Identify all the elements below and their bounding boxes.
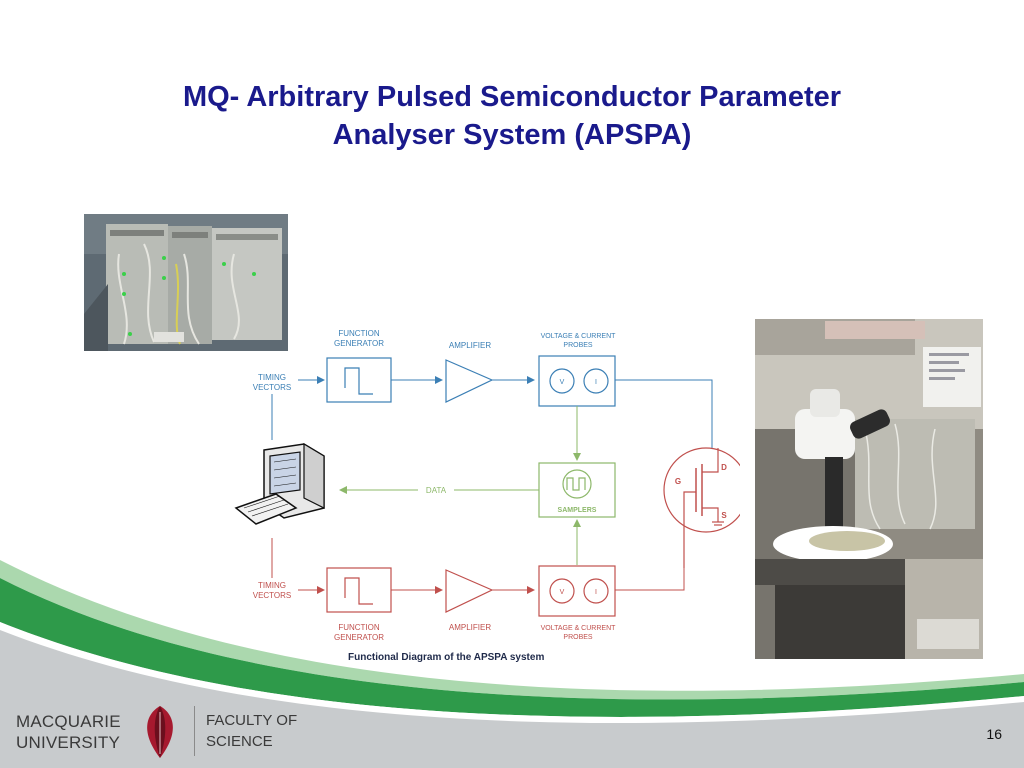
bottom-v-symbol: V — [560, 589, 565, 596]
data-label: DATA — [426, 486, 447, 495]
top-amplifier-label: AMPLIFIER — [449, 341, 491, 350]
top-ammeter-icon — [583, 368, 609, 394]
slide-title: MQ- Arbitrary Pulsed Semiconductor Param… — [60, 78, 964, 154]
top-amplifier-icon — [445, 359, 494, 403]
top-timing-label-2: VECTORS — [253, 383, 292, 392]
top-square-wave-icon — [344, 367, 373, 395]
top-chain: TIMING VECTORS FUNCTION GENERATOR AMPLIF… — [253, 329, 713, 448]
mosfet-device: G D S — [663, 447, 740, 568]
footer-swoosh — [0, 560, 1024, 768]
sampler-icon — [562, 469, 592, 499]
bottom-timing-label-2: VECTORS — [253, 591, 292, 600]
title-line-1: MQ- Arbitrary Pulsed Semiconductor Param… — [182, 81, 842, 113]
bottom-voltmeter-icon — [549, 578, 575, 604]
gate-label: G — [675, 477, 681, 486]
bottom-ammeter-icon — [583, 578, 609, 604]
diagram-caption: Functional Diagram of the APSPA system — [348, 652, 545, 663]
faculty-line-1: FACULTY OF — [206, 712, 298, 729]
top-voltmeter-icon — [549, 368, 575, 394]
bottom-amplifier-label: AMPLIFIER — [449, 623, 491, 632]
faculty-line-2: SCIENCE — [206, 733, 273, 750]
top-probes-label-2: PROBES — [563, 342, 593, 349]
top-v-symbol: V — [560, 379, 565, 386]
top-timing-label-1: TIMING — [258, 373, 286, 382]
drain-label: D — [721, 463, 727, 472]
title-line-2: Analyser System (APSPA) — [332, 119, 692, 151]
bottom-chain: TIMING VECTORS FUNCTION GENERATOR AMPLIF… — [253, 538, 685, 642]
bottom-fg-label-1: FUNCTION — [338, 623, 380, 632]
computer-icon — [234, 442, 325, 525]
logo-divider — [194, 706, 195, 756]
top-fg-label-2: GENERATOR — [334, 339, 384, 348]
top-i-symbol: I — [595, 379, 597, 386]
middle-chain: SAMPLERS DATA — [339, 406, 616, 565]
university-name-line-1: MACQUARIE — [16, 712, 121, 731]
bottom-probes-label-1: VOLTAGE & CURRENT — [541, 625, 617, 632]
top-fg-label-1: FUNCTION — [338, 329, 380, 338]
apspa-functional-diagram: TIMING VECTORS FUNCTION GENERATOR AMPLIF… — [234, 329, 740, 642]
page-number: 16 — [986, 726, 1002, 742]
bottom-i-symbol: I — [595, 589, 597, 596]
equipment-rack-photo — [84, 214, 288, 351]
bottom-probes-label-2: PROBES — [563, 634, 593, 641]
probe-station-photo — [755, 319, 983, 659]
source-label: S — [721, 511, 727, 520]
bottom-timing-label-1: TIMING — [258, 581, 286, 590]
top-probes-label-1: VOLTAGE & CURRENT — [541, 333, 617, 340]
bottom-amplifier-icon — [445, 569, 494, 613]
bottom-square-wave-icon — [344, 577, 373, 605]
lighthouse-emblem-icon — [147, 706, 173, 758]
samplers-label: SAMPLERS — [558, 507, 597, 514]
university-name-line-2: UNIVERSITY — [16, 733, 121, 752]
bottom-fg-label-2: GENERATOR — [334, 633, 384, 642]
macquarie-logo: MACQUARIE UNIVERSITY FACULTY OF SCIENCE — [14, 700, 334, 760]
